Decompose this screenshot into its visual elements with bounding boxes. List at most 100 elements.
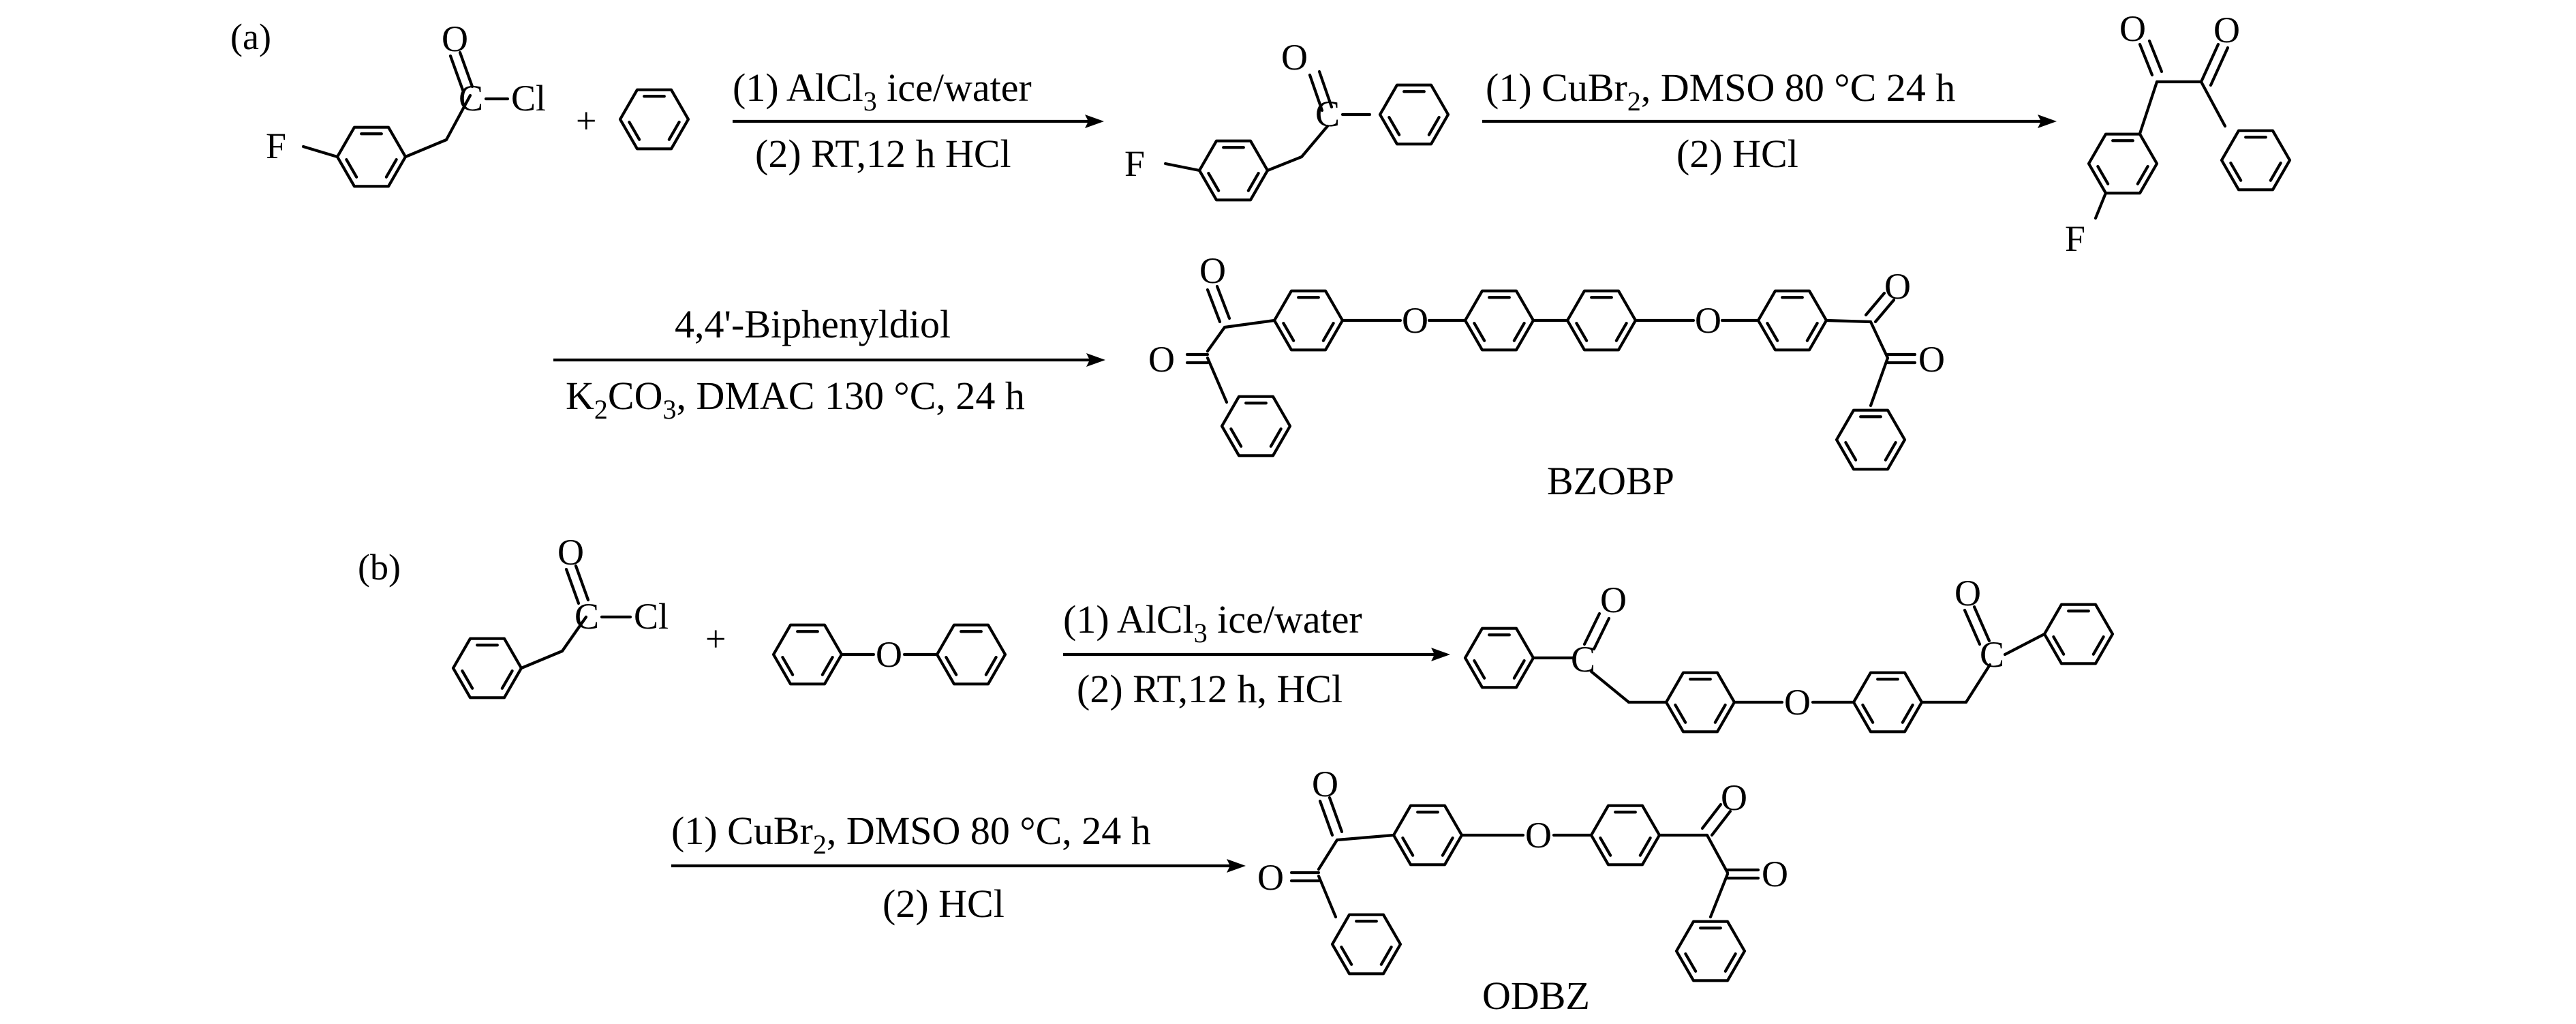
atom-O: O <box>1312 764 1338 804</box>
atom-F: F <box>266 125 286 166</box>
condition-a1-line1: (1) AlCl3 ice/water <box>733 65 1032 117</box>
ring-double-bond <box>1229 427 1243 448</box>
ring-outline <box>1392 804 1464 867</box>
reactant-diphenyl-ether: O <box>771 623 1007 686</box>
product-label-odbz: ODBZ <box>1482 974 1590 1018</box>
ring-double-bond <box>2136 164 2149 185</box>
atom-C: C <box>459 78 483 119</box>
ring-double-bond <box>1441 836 1454 857</box>
atom-O: O <box>1600 579 1627 620</box>
ring-outline <box>1674 920 1747 982</box>
product-odbz: O O O O O ODBZ <box>1257 764 1788 1018</box>
atom-O: O <box>1281 37 1308 78</box>
ring-outline <box>1272 289 1345 352</box>
ring-double-bond <box>1387 115 1401 136</box>
ring-double-bond <box>945 655 958 676</box>
ring-double-bond <box>667 120 681 141</box>
atom-O: O <box>1199 250 1226 291</box>
ring-double-bond <box>461 669 474 690</box>
ring-double-bond <box>2091 635 2105 656</box>
reactant-phenylacetyl-chloride: O C Cl <box>451 532 669 699</box>
atom-O: O <box>1954 573 1981 614</box>
plus-sign: + <box>576 100 596 141</box>
ring-double-bond <box>1884 440 1897 462</box>
ring-outline <box>1852 671 1924 734</box>
ring-double-bond <box>1766 321 1779 342</box>
benzene-ring <box>1565 289 1638 352</box>
product-bzobp: O O O O O O <box>1148 250 1945 503</box>
ring-double-bond <box>384 157 398 179</box>
benzene-ring <box>1463 289 1535 352</box>
part-a: (a) O C Cl F + (1) AlCl3 ice/water (2) R… <box>230 8 2292 503</box>
atom-F: F <box>2065 218 2085 259</box>
intermediate-deoxybenzoin: O C F <box>1124 37 1450 202</box>
benzene-ring <box>935 623 1007 686</box>
ring-double-bond <box>1575 321 1589 342</box>
ring-outline <box>618 88 690 151</box>
ring-double-bond <box>1674 703 1687 724</box>
condition-b2-line2: (2) HCl <box>883 882 1005 926</box>
ring-double-bond <box>2096 164 2110 185</box>
ring-outline <box>1378 83 1450 146</box>
ring-outline <box>451 637 523 699</box>
plus-sign: + <box>705 618 726 659</box>
condition-b1-line2: (2) RT,12 h, HCl <box>1077 667 1343 711</box>
benzene-ring <box>2087 132 2159 195</box>
benzene-reactant <box>618 88 690 151</box>
atom-O: O <box>1918 339 1945 380</box>
atom-Cl: Cl <box>511 78 546 119</box>
benzene-ring <box>1392 804 1464 867</box>
ring-outline <box>1589 804 1661 867</box>
atom-O: O <box>442 18 468 59</box>
ring-double-bond <box>1614 321 1628 342</box>
atom-C: C <box>1315 93 1340 134</box>
ring-double-bond <box>1713 703 1727 724</box>
atom-O: O <box>557 532 584 573</box>
ring-double-bond <box>1321 321 1335 342</box>
ring-double-bond <box>1207 171 1221 192</box>
ring-double-bond <box>1723 952 1737 973</box>
benzene-ring <box>1674 920 1747 982</box>
ring-outline <box>2042 603 2115 665</box>
ring-double-bond <box>628 120 641 141</box>
atom-O: O <box>1525 815 1552 856</box>
ring-outline <box>2220 129 2292 192</box>
condition-a3-line2: K2CO3, DMAC 130 °C, 24 h <box>566 374 1025 425</box>
benzene-ring <box>1330 913 1402 976</box>
benzene-ring <box>451 637 523 699</box>
reactant-fluorophenylacetyl-chloride: O C Cl F <box>266 18 546 188</box>
reaction-arrow-b2: (1) CuBr2, DMSO 80 °C, 24 h (2) HCl <box>671 809 1246 926</box>
ring-outline <box>1463 627 1535 689</box>
ring-outline <box>1197 139 1270 202</box>
benzene-ring <box>1197 139 1270 202</box>
atom-O: O <box>1402 300 1428 341</box>
atom-O: O <box>1884 266 1911 307</box>
ring-double-bond <box>984 655 998 676</box>
benzene-ring <box>1463 627 1535 689</box>
ring-outline <box>335 125 408 188</box>
reaction-arrow-a1: (1) AlCl3 ice/water (2) RT,12 h HCl <box>733 65 1104 176</box>
condition-a1-line2: (2) RT,12 h HCl <box>755 132 1011 176</box>
benzene-ring <box>2042 603 2115 665</box>
ring-double-bond <box>1599 836 1612 857</box>
ring-double-bond <box>1379 945 1393 966</box>
intermediate-fluorobenzil: O O F <box>2065 8 2292 259</box>
benzene-ring <box>1378 83 1450 146</box>
ring-double-bond <box>1340 945 1353 966</box>
benzene-ring <box>1589 804 1661 867</box>
reaction-arrow-a2: (1) CuBr2, DMSO 80 °C 24 h (2) HCl <box>1482 65 2057 176</box>
atom-O: O <box>2213 10 2240 50</box>
ring-double-bond <box>1512 321 1526 342</box>
ring-double-bond <box>1401 836 1415 857</box>
reaction-arrow-b1: (1) AlCl3 ice/water (2) RT,12 h, HCl <box>1063 597 1450 711</box>
intermediate-bis-deoxybenzoin: O C O O C <box>1463 573 2115 734</box>
ring-double-bond <box>1473 321 1486 342</box>
condition-a2-line2: (2) HCl <box>1676 132 1798 176</box>
benzene-ring <box>771 623 844 686</box>
atom-O: O <box>1762 854 1788 894</box>
ring-double-bond <box>1638 836 1652 857</box>
benzene-ring <box>1835 408 1907 471</box>
ring-double-bond <box>345 157 358 179</box>
ring-double-bond <box>500 669 514 690</box>
